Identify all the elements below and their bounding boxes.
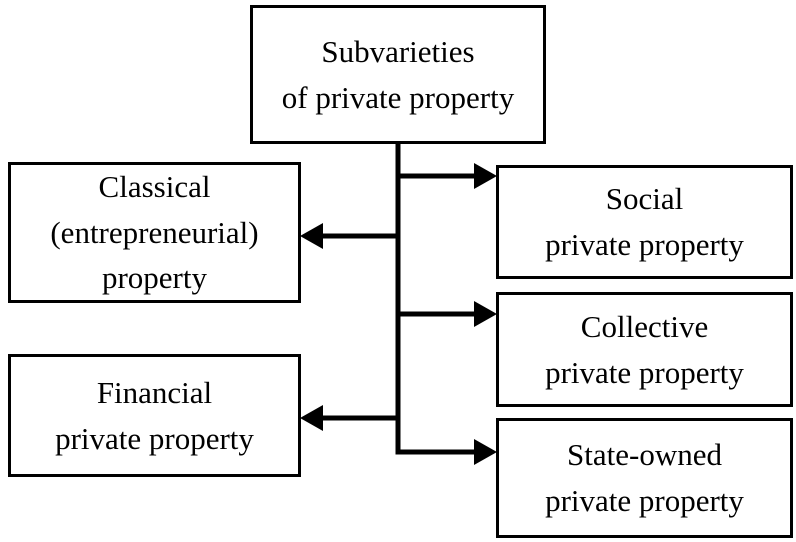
node-subvarieties: Subvarieties of private property xyxy=(250,5,546,144)
arrowhead-left-financial-icon xyxy=(300,405,323,431)
node-state-owned-private-property-label: State-owned private property xyxy=(545,437,744,518)
node-collective-private-property: Collective private property xyxy=(496,292,793,407)
node-collective-private-property-label: Collective private property xyxy=(545,308,744,390)
arrowhead-right-collective-icon xyxy=(474,301,497,327)
node-financial-private-property-label: Financial private property xyxy=(55,374,254,456)
arrowhead-left-classical-icon xyxy=(300,223,323,249)
node-social-private-property: Social private property xyxy=(496,165,793,279)
node-state-owned-private-property: State-owned private property xyxy=(496,418,793,538)
node-classical-property: Classical (entrepreneurial) property xyxy=(8,162,301,303)
node-financial-private-property: Financial private property xyxy=(8,354,301,477)
node-social-private-property-label: Social private property xyxy=(545,181,744,262)
arrowhead-right-state-owned-icon xyxy=(474,439,497,465)
arrowhead-right-social-icon xyxy=(474,163,497,189)
node-subvarieties-label: Subvarieties of private property xyxy=(281,33,515,115)
node-classical-property-label: Classical (entrepreneurial) property xyxy=(50,168,259,296)
